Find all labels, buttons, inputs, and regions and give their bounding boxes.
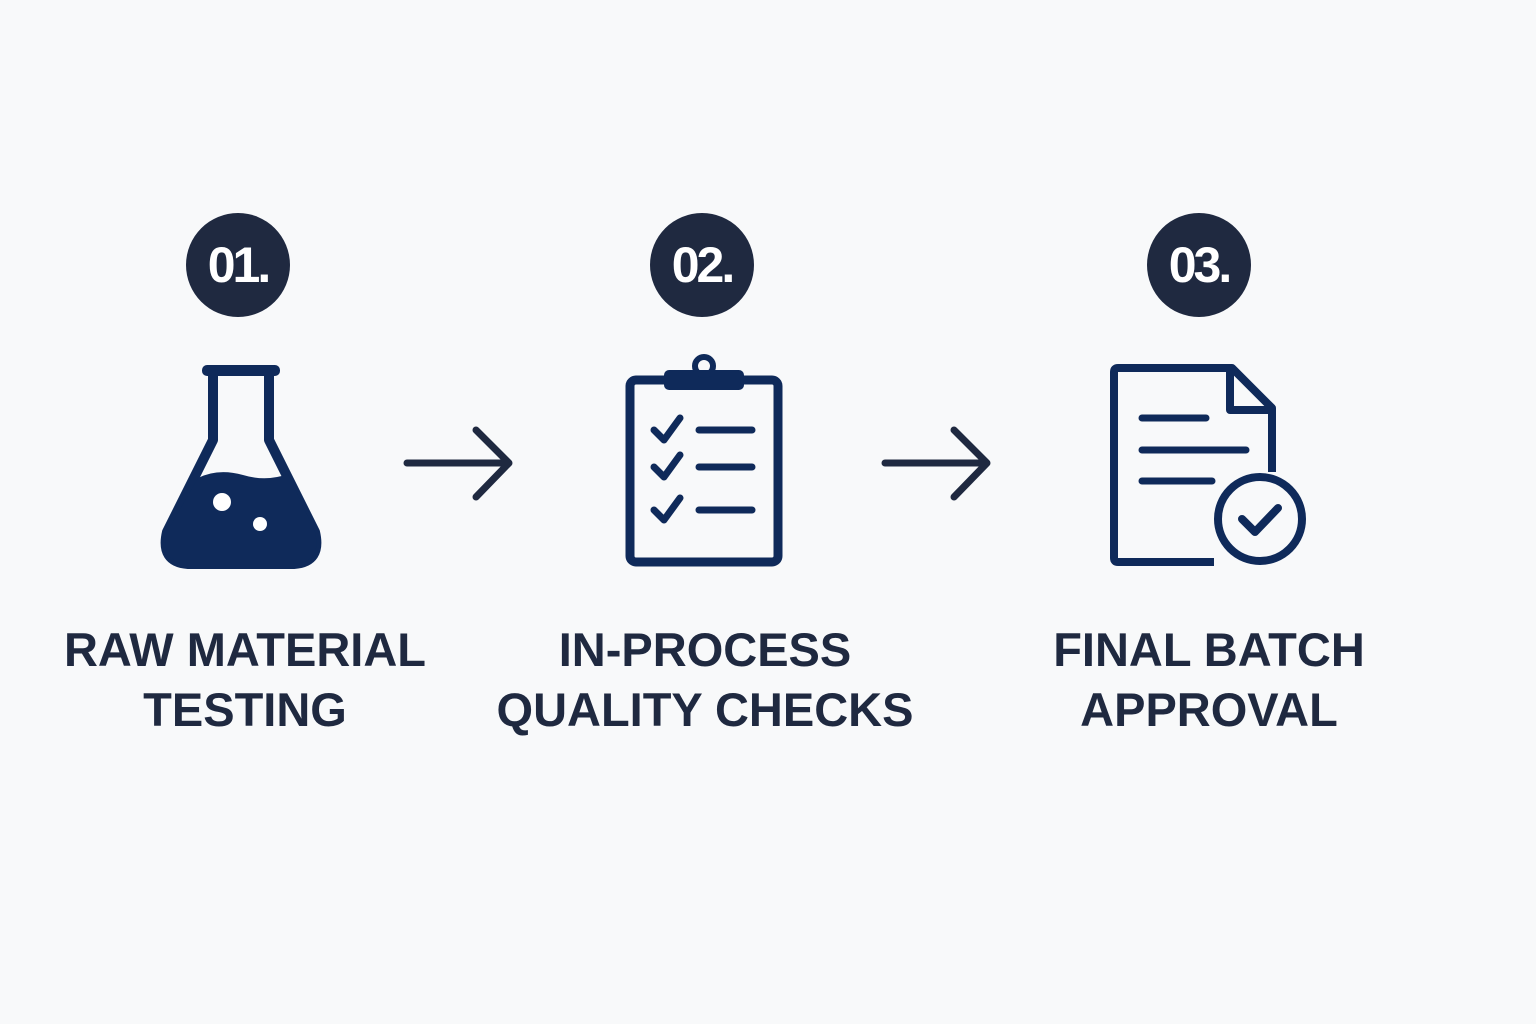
step-2-label: IN-PROCESS QUALITY CHECKS — [455, 620, 955, 740]
label-line-2: TESTING — [143, 683, 347, 736]
step-1-number-badge: 01. — [186, 213, 290, 317]
label-line-2: APPROVAL — [1080, 683, 1338, 736]
clipboard-checklist-icon — [625, 354, 783, 567]
label-line-2: QUALITY CHECKS — [496, 683, 914, 736]
label-line-1: IN-PROCESS — [558, 623, 852, 676]
label-line-1: FINAL BATCH — [1053, 623, 1365, 676]
label-line-1: RAW MATERIAL — [63, 623, 427, 676]
document-approved-icon — [1110, 364, 1306, 566]
step-number: 03. — [1168, 237, 1232, 293]
flask-icon — [160, 365, 322, 569]
arrow-right-icon — [403, 426, 513, 501]
arrow-right-icon — [881, 426, 991, 501]
step-3-label: FINAL BATCH APPROVAL — [959, 620, 1459, 740]
step-2-number-badge: 02. — [650, 213, 754, 317]
step-number: 02. — [671, 237, 735, 293]
step-3-number-badge: 03. — [1147, 213, 1251, 317]
step-number: 01. — [207, 237, 271, 293]
step-1-label: RAW MATERIAL TESTING — [0, 620, 495, 740]
